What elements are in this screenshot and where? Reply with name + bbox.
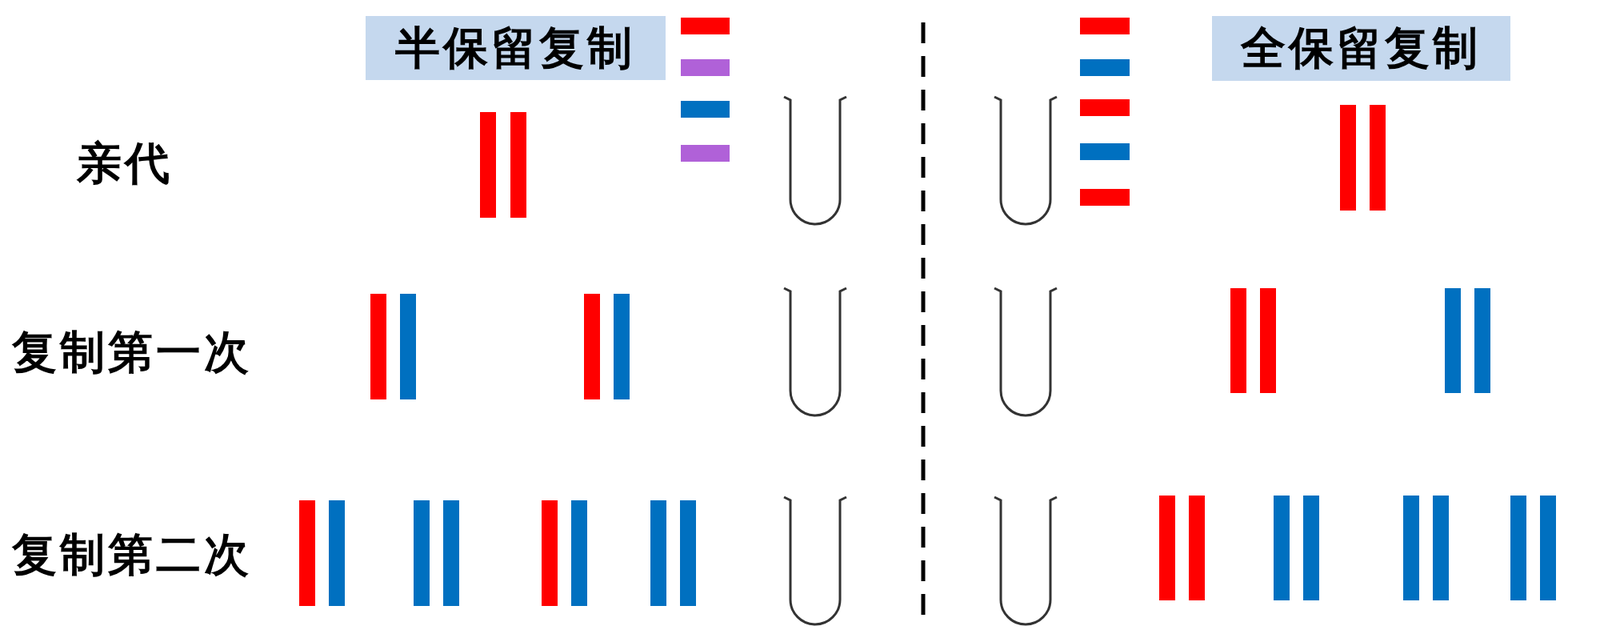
title-box: 半保留复制 (365, 16, 666, 80)
strand-stripes (680, 17, 1130, 206)
row-label: 复制第二次 (12, 529, 252, 580)
title-text: 半保留复制 (395, 23, 636, 73)
test-tubes (784, 96, 1057, 624)
divider-line (921, 22, 926, 621)
row-label: 亲代 (76, 138, 173, 188)
dna-strands (299, 104, 1556, 606)
row-label: 复制第一次 (12, 327, 252, 377)
title-box: 全保留复制 (1212, 16, 1511, 81)
title-text: 全保留复制 (1240, 23, 1481, 73)
